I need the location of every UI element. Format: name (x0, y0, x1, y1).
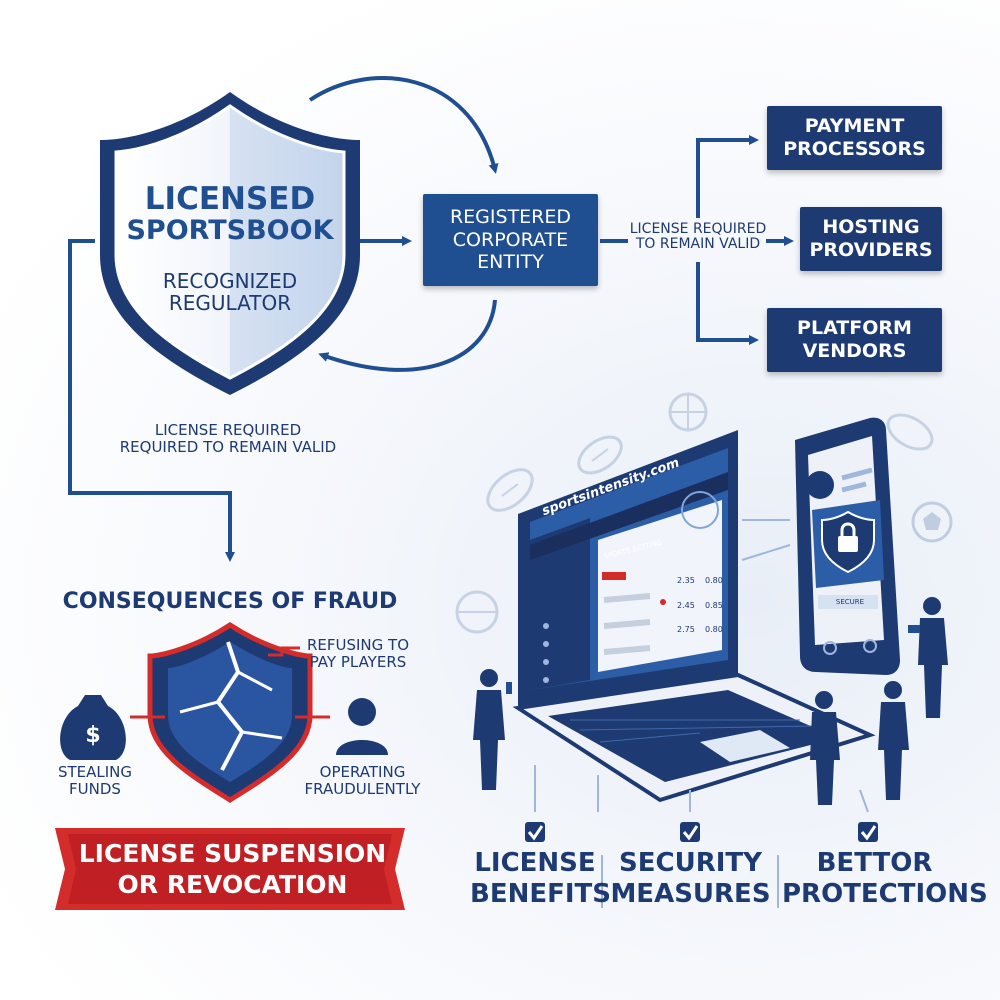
bettor-protections-line2: PROTECTIONS (782, 879, 988, 910)
odds-row: 2.35 0.80 (677, 576, 723, 585)
corporate-entity-box: REGISTERED CORPORATE ENTITY (423, 194, 598, 286)
banner-line2: OR REVOCATION (117, 870, 348, 899)
payment-line1: PAYMENT (804, 115, 905, 138)
operating-line1: OPERATING (319, 763, 406, 781)
refusing-line1: REFUSING TO (306, 636, 410, 654)
bettor-protections-line1: BETTOR (816, 848, 933, 878)
lock-icon (821, 510, 875, 574)
person-figure (878, 681, 909, 800)
phone-secure-label: SECURE (835, 598, 865, 606)
fraud-heading: CONSEQUENCES OF FRAUD (62, 589, 398, 614)
person-icon (336, 698, 388, 755)
checkbox-icon (525, 822, 545, 842)
odds-value: 0.85 (704, 601, 723, 610)
football-icon (486, 468, 534, 512)
security-measures-line1: SECURITY (619, 848, 762, 878)
odds-value: 0.80 (704, 625, 723, 634)
bettor-protections-label: BETTOR PROTECTIONS (782, 848, 988, 910)
license-note-left-line2: REQUIRED TO REMAIN VALID (119, 437, 337, 456)
laptop-icon (512, 430, 876, 803)
odds-value: 2.35 (677, 576, 695, 585)
odds-value: 2.45 (677, 601, 695, 610)
basketball-icon (455, 590, 499, 634)
shield-icon (100, 92, 360, 395)
banner-line1: LICENSE SUSPENSION (78, 838, 387, 868)
shield-subtitle-line1: RECOGNIZED (162, 269, 298, 293)
hosting-line2: PROVIDERS (809, 239, 933, 261)
person-figure (473, 669, 512, 790)
shield-subtitle-line2: REGULATOR (168, 291, 292, 315)
football-icon (577, 435, 623, 475)
circuit-lines (534, 519, 869, 813)
shield-title: LICENSED SPORTSBOOK (118, 182, 342, 246)
security-measures-label: SECURITY MEASURES (608, 848, 773, 910)
stealing-line2: FUNDS (69, 779, 121, 798)
corporate-line2: CORPORATE (452, 228, 569, 251)
license-benefits-label: LICENSE BENEFITS (470, 848, 611, 910)
football-icon (886, 413, 934, 451)
person-figure (908, 597, 948, 718)
basketball-icon (668, 392, 708, 432)
broken-shield-icon (147, 622, 313, 803)
soccer-ball-icon (911, 501, 953, 543)
odds-row: 2.45 0.85 (677, 601, 723, 610)
odds-row: 2.75 0.80 (677, 625, 723, 634)
license-suspension-banner (55, 828, 405, 910)
money-bag-icon: $ (60, 695, 126, 760)
license-note-left-line1: LICENSE REQUIRED (154, 421, 302, 439)
svg-text:$: $ (85, 723, 100, 748)
operating-line2: FRAUDULENTLY (304, 779, 421, 798)
hosting-line1: HOSTING (822, 216, 920, 239)
stealing-line1: STEALING (57, 763, 133, 781)
hosting-providers-box: HOSTING PROVIDERS (800, 207, 942, 271)
platform-line1: PLATFORM (797, 317, 912, 340)
odds-value: 0.80 (704, 576, 723, 585)
shield-title-line1: LICENSED (144, 181, 316, 217)
shield-subtitle: RECOGNIZED REGULATOR (130, 270, 330, 314)
license-note-right-line1: LICENSE REQUIRED (629, 221, 767, 237)
odds-value: 2.75 (677, 625, 695, 634)
corporate-line1: REGISTERED (449, 205, 572, 228)
payment-line2: PROCESSORS (783, 138, 926, 160)
corporate-line3: ENTITY (477, 251, 544, 274)
stealing-label: STEALING FUNDS (40, 764, 150, 797)
refusing-line2: PAY PLAYERS (309, 652, 407, 671)
license-benefits-line2: BENEFITS (470, 879, 611, 910)
platform-line2: VENDORS (802, 340, 907, 362)
license-note-left: LICENSE REQUIRED REQUIRED TO REMAIN VALI… (108, 422, 348, 455)
refusing-label: REFUSING TO PAY PLAYERS (298, 637, 418, 670)
banner-text: LICENSE SUSPENSION OR REVOCATION (60, 828, 405, 910)
platform-vendors-box: PLATFORM VENDORS (767, 308, 942, 372)
payment-processors-box: PAYMENT PROCESSORS (767, 106, 942, 170)
checkbox-icon (858, 822, 878, 842)
license-note-right-line2: TO REMAIN VALID (635, 236, 761, 253)
security-measures-line2: MEASURES (610, 879, 771, 910)
license-benefits-line1: LICENSE (474, 848, 596, 878)
person-figure (810, 691, 840, 805)
license-note-right: LICENSE REQUIRED TO REMAIN VALID (628, 221, 768, 253)
checkbox-icon (680, 822, 700, 842)
shield-title-line2: SPORTSBOOK (126, 215, 334, 247)
operating-label: OPERATING FRAUDULENTLY (300, 764, 425, 797)
